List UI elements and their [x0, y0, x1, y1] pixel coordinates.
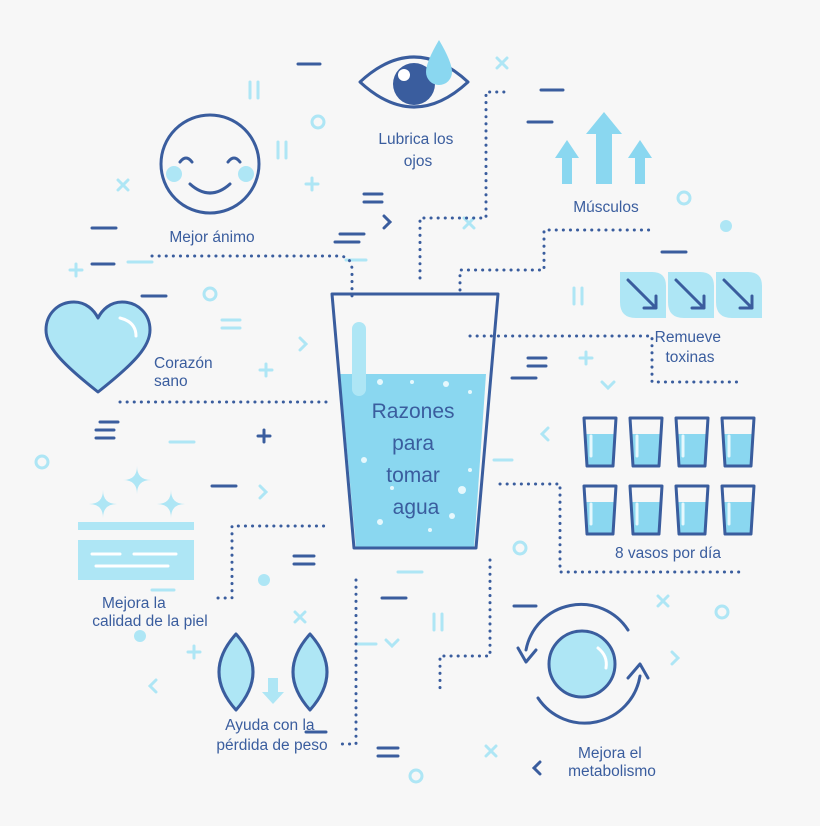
cycle-arrows-icon	[516, 602, 650, 725]
water-bubbles	[361, 379, 472, 532]
center-line: para	[392, 432, 434, 455]
eye-icon	[358, 40, 470, 109]
label-metabolismo: Mejora el metabolismo	[568, 745, 656, 780]
label-musculos: Músculos	[573, 199, 639, 216]
decorations	[34, 56, 732, 784]
label-vasos: 8 vasos por día	[615, 545, 721, 562]
skin-sparkle-icon	[78, 466, 194, 580]
water-glass	[582, 484, 618, 536]
water-glass	[674, 416, 710, 468]
water-glass	[720, 416, 756, 468]
label-peso: Ayuda con la pérdida de peso	[216, 717, 327, 754]
leaves-icon	[620, 272, 762, 318]
center-line: tomar	[386, 464, 440, 487]
label-corazon: Corazón sano	[154, 355, 217, 390]
water-glass	[628, 484, 664, 536]
connectors	[118, 90, 744, 746]
center-glass: Razones para tomar agua	[330, 292, 500, 550]
label-animo: Mejor ánimo	[169, 229, 254, 246]
water-glass	[628, 416, 664, 468]
water-glass	[720, 484, 756, 536]
label-toxinas: Remueve toxinas	[655, 329, 726, 366]
smiley-face-icon	[159, 113, 261, 215]
center-line: agua	[393, 496, 440, 519]
center-line: Razones	[372, 400, 455, 423]
water-glass	[582, 416, 618, 468]
center-label: Razones para tomar agua	[372, 400, 461, 519]
glasses-icon	[582, 416, 756, 536]
water-glass	[674, 484, 710, 536]
label-piel: Mejora la calidad de la piel	[92, 595, 207, 630]
up-arrows-icon	[555, 112, 652, 184]
weight-loss-icon	[217, 632, 329, 712]
heart-icon	[44, 300, 152, 394]
label-lubrica: Lubrica los ojos	[378, 131, 457, 170]
